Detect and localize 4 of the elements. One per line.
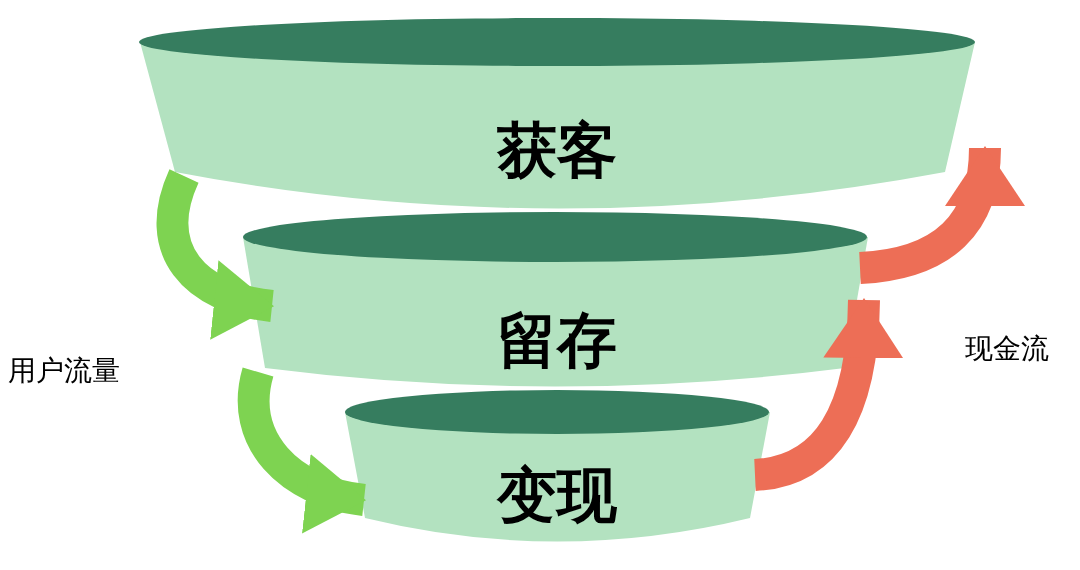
curved-arrow	[156, 170, 275, 337]
side-label: 用户流量	[8, 357, 120, 385]
side-label: 现金流	[965, 335, 1049, 363]
curved-arrow	[237, 368, 367, 531]
